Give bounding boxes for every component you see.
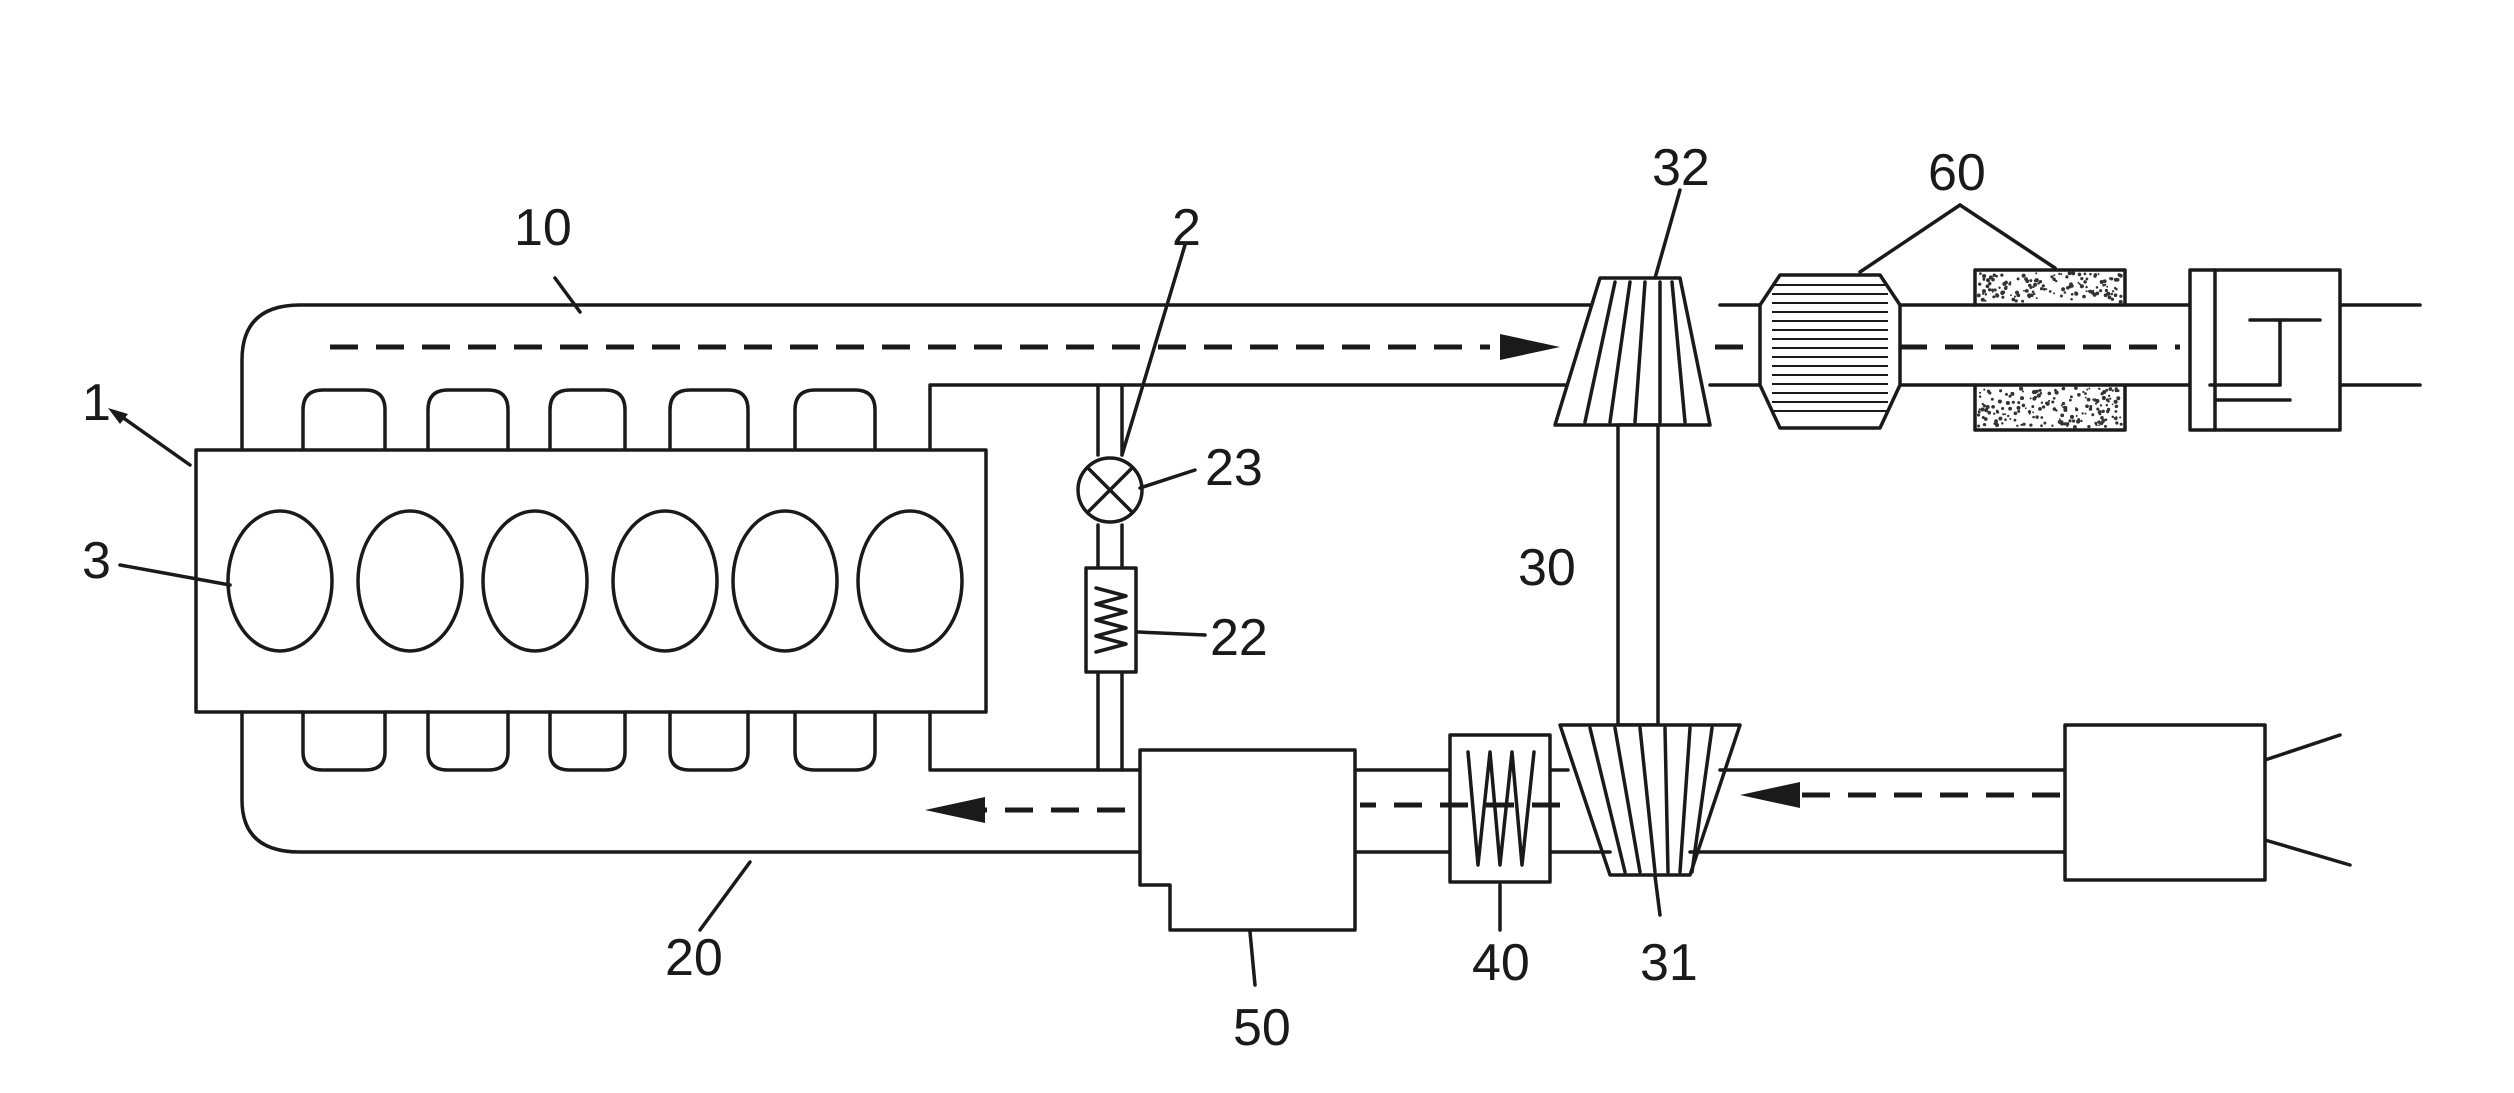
- intake-flow-arrow-right: [1740, 782, 1800, 808]
- exhaust-flow-arrow: [1500, 334, 1560, 360]
- label-aftertreatment: 60: [1928, 144, 1986, 202]
- exhaust-line: [242, 305, 1600, 450]
- engine-block: [196, 450, 986, 712]
- turbo-shaft: [1618, 425, 1658, 725]
- label-turbine: 32: [1652, 139, 1710, 197]
- label-engine: 1: [82, 374, 111, 432]
- egr-valve: [1078, 458, 1142, 522]
- label-cylinders: 3: [82, 532, 111, 590]
- mixer: [1140, 750, 1355, 930]
- egr-branch: [1078, 385, 1142, 770]
- label-egr-valve: 23: [1205, 439, 1263, 497]
- label-valve: 2: [1172, 199, 1201, 257]
- label-charge-cooler: 40: [1472, 934, 1530, 992]
- turbine: [1555, 278, 1710, 425]
- label-exhaust-line: 10: [514, 199, 572, 257]
- label-compressor: 31: [1640, 934, 1698, 992]
- label-egr-cooler: 22: [1210, 609, 1268, 667]
- catalyst: [1760, 275, 1900, 428]
- label-intake-line: 20: [665, 929, 723, 987]
- intake-line: [242, 712, 1140, 852]
- particulate-filter: [1975, 270, 2125, 430]
- label-mixer: 50: [1233, 999, 1291, 1057]
- silencer: [2190, 270, 2340, 430]
- intake-flow-arrow-left: [925, 797, 985, 823]
- egr-cooler: [1086, 568, 1136, 672]
- exhaust-runners: [303, 390, 875, 450]
- label-turbo-shaft: 30: [1518, 539, 1576, 597]
- charge-cooler: [1450, 735, 1550, 882]
- intake-runners: [303, 712, 875, 770]
- air-filter: [2065, 725, 2350, 880]
